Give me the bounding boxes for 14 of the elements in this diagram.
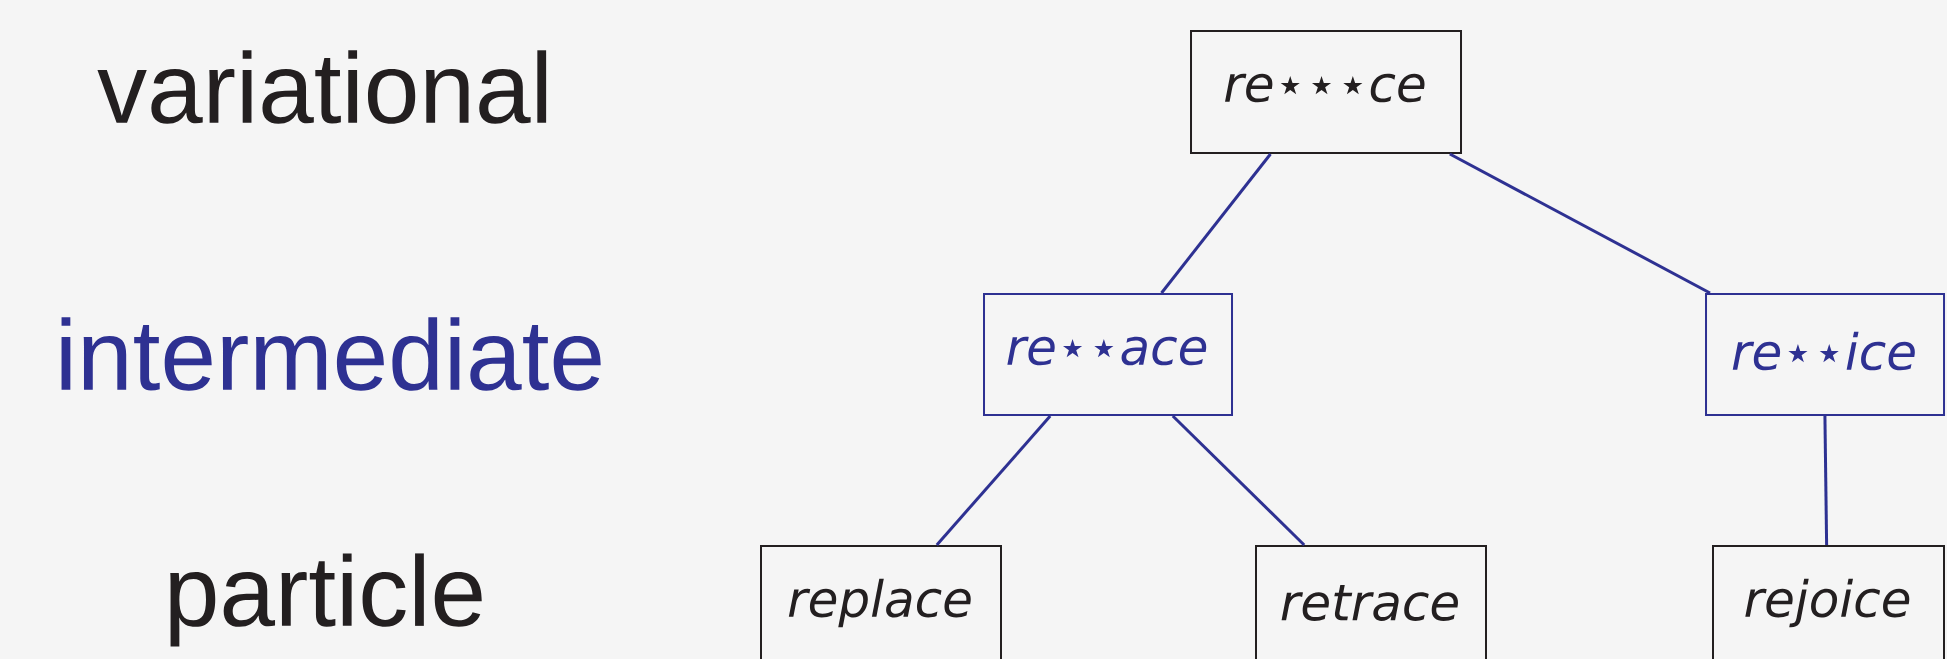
level-label: intermediate (61, 317, 601, 391)
word-box: re⋆⋆ice (1705, 293, 1945, 416)
word-box: rejoice (1712, 545, 1945, 659)
level-label: particle (170, 553, 482, 647)
word-box: replace (760, 545, 1002, 659)
word-box: re⋆⋆ace (983, 293, 1233, 416)
word-box: re⋆⋆⋆ce (1190, 30, 1462, 154)
tree-line (1160, 153, 1272, 294)
level-label: variational (97, 50, 547, 124)
tree-line (935, 415, 1052, 546)
word-box: retrace (1255, 545, 1487, 659)
tree-line (1449, 152, 1711, 295)
tree-line (1171, 414, 1306, 547)
tree-line (1823, 416, 1829, 546)
